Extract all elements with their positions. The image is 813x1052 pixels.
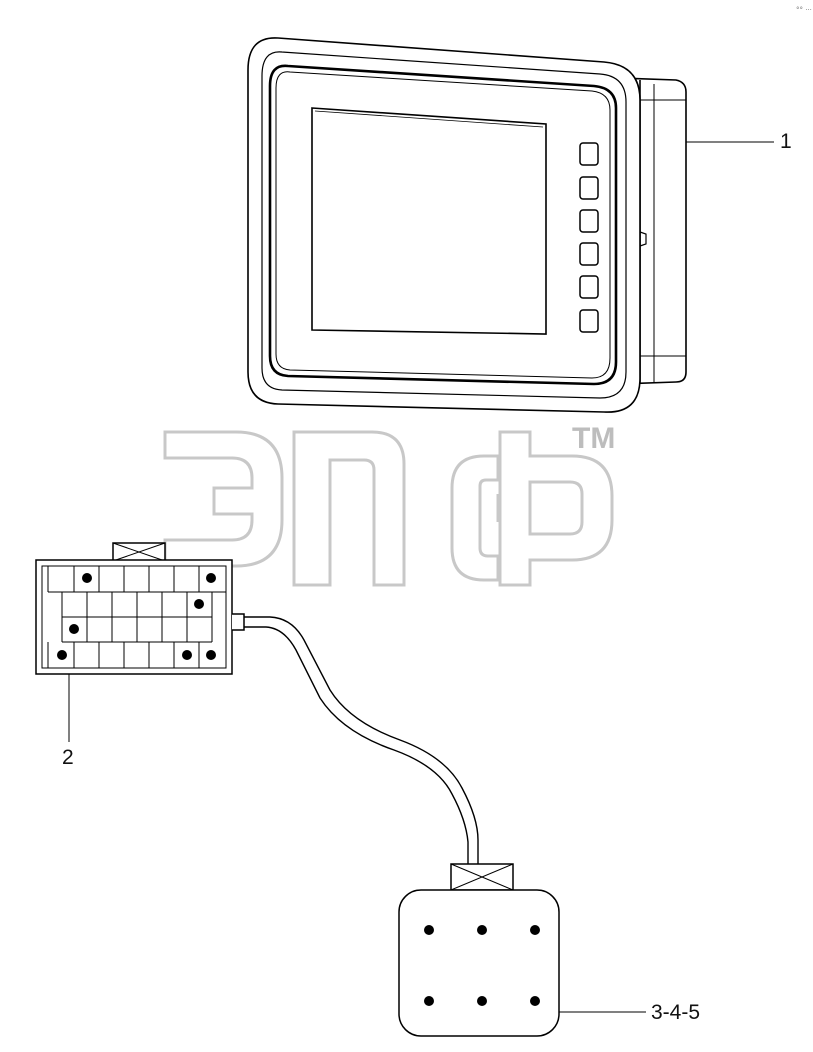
pin — [477, 996, 487, 1006]
display-screen-inner — [314, 110, 544, 128]
display-unit — [247, 37, 687, 413]
connector-16pin-cable-gland — [232, 613, 245, 631]
pin — [194, 599, 204, 609]
watermark-glyph-2 — [292, 430, 406, 587]
connector-16pin-inner — [41, 565, 227, 669]
pin — [69, 624, 79, 634]
pin — [477, 925, 487, 935]
pin — [182, 650, 192, 660]
pin — [206, 573, 216, 583]
watermark-logo — [163, 430, 614, 587]
display-screen — [311, 107, 547, 335]
watermark-glyph-3 — [450, 454, 500, 582]
connector-6pin — [398, 863, 560, 1037]
pin — [530, 996, 540, 1006]
cable-edge-bottom — [244, 626, 469, 864]
connector-6pin-pins — [424, 925, 540, 1006]
watermark-glyph-1 — [163, 430, 284, 568]
pin — [82, 573, 92, 583]
display-button-6[interactable] — [579, 309, 599, 333]
cable — [244, 616, 479, 864]
connector-16pin-row-2 — [61, 592, 213, 643]
pin — [206, 650, 216, 660]
callout-1-label: 1 — [780, 130, 792, 153]
pin — [530, 925, 540, 935]
cable-edge-top — [244, 616, 479, 864]
callout-2-label: 2 — [62, 746, 74, 769]
connector-16pin-row-4 — [47, 642, 200, 668]
callout-3-4-5-label: 3-4-5 — [651, 1001, 700, 1024]
display-bezel-inner — [261, 51, 627, 399]
pin — [57, 650, 67, 660]
display-button-4[interactable] — [579, 242, 599, 266]
connector-16pin-pins — [57, 573, 216, 660]
connector-6pin-latch-cross — [450, 863, 514, 891]
connector-16pin-row-1 — [47, 566, 226, 593]
watermark-trademark: TM — [572, 422, 615, 455]
pin — [424, 996, 434, 1006]
watermark-glyph-4 — [498, 430, 614, 587]
display-front-frame-inner — [275, 71, 611, 379]
display-button-5[interactable] — [579, 275, 599, 299]
display-side-knob — [639, 231, 647, 247]
display-button-column — [579, 142, 599, 333]
pin — [424, 925, 434, 935]
connector-6pin-body — [398, 889, 560, 1037]
connector-16pin-latch-cross — [112, 542, 166, 562]
display-button-1[interactable] — [579, 142, 599, 166]
display-button-3[interactable] — [579, 209, 599, 233]
corner-mark: °° ··· — [796, 6, 812, 14]
connector-16pin — [35, 542, 245, 675]
display-front-frame — [268, 64, 618, 386]
display-button-2[interactable] — [579, 176, 599, 200]
